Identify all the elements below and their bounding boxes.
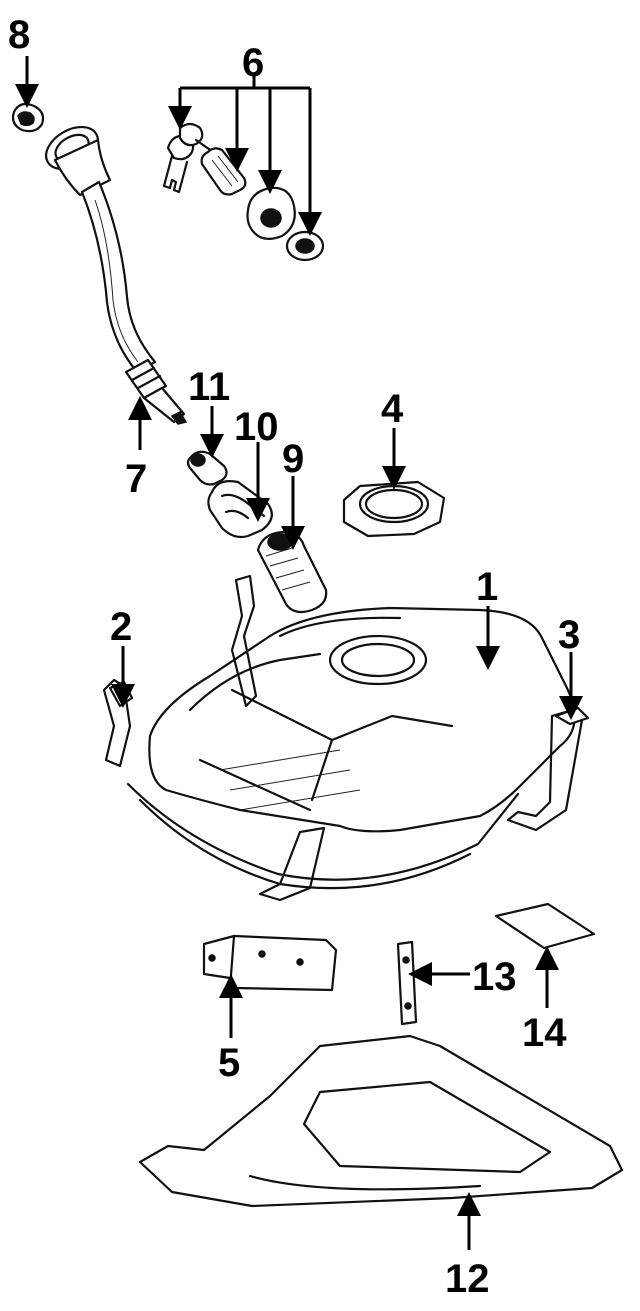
part-14-insulator-pad <box>494 902 596 950</box>
part-1-fuel-tank <box>102 574 584 902</box>
callout-8: 8 <box>8 13 30 57</box>
callout-9: 9 <box>282 437 304 481</box>
part-12-tank-shield <box>138 1034 624 1208</box>
part-13-shield-strap <box>396 940 418 1026</box>
part-5-mount-bracket <box>202 934 338 992</box>
callout-7: 7 <box>125 457 147 501</box>
part-4-lock-ring <box>342 480 446 538</box>
part-2-strap-bracket <box>108 680 134 708</box>
part-10-hose-clamp <box>207 480 273 539</box>
part-8-filler-cap <box>11 102 45 133</box>
callout-2: 2 <box>110 605 132 649</box>
callout-14: 14 <box>522 1011 567 1055</box>
part-11-vent-valve <box>186 450 228 486</box>
callout-1: 1 <box>476 565 498 609</box>
leader-lines <box>15 56 583 1250</box>
part-7-filler-neck <box>45 125 188 425</box>
callout-4: 4 <box>381 387 404 431</box>
callout-11: 11 <box>188 365 230 409</box>
part-6-lock-set <box>162 122 325 262</box>
callout-3: 3 <box>558 613 580 657</box>
callout-12: 12 <box>445 1257 490 1301</box>
callout-10: 10 <box>234 405 279 449</box>
callout-13: 13 <box>472 955 517 999</box>
callout-labels: 8 6 7 11 10 9 4 1 2 3 5 13 14 12 <box>8 13 580 1301</box>
callout-6: 6 <box>242 41 264 85</box>
part-9-hose <box>256 530 328 614</box>
callout-5: 5 <box>218 1041 240 1085</box>
